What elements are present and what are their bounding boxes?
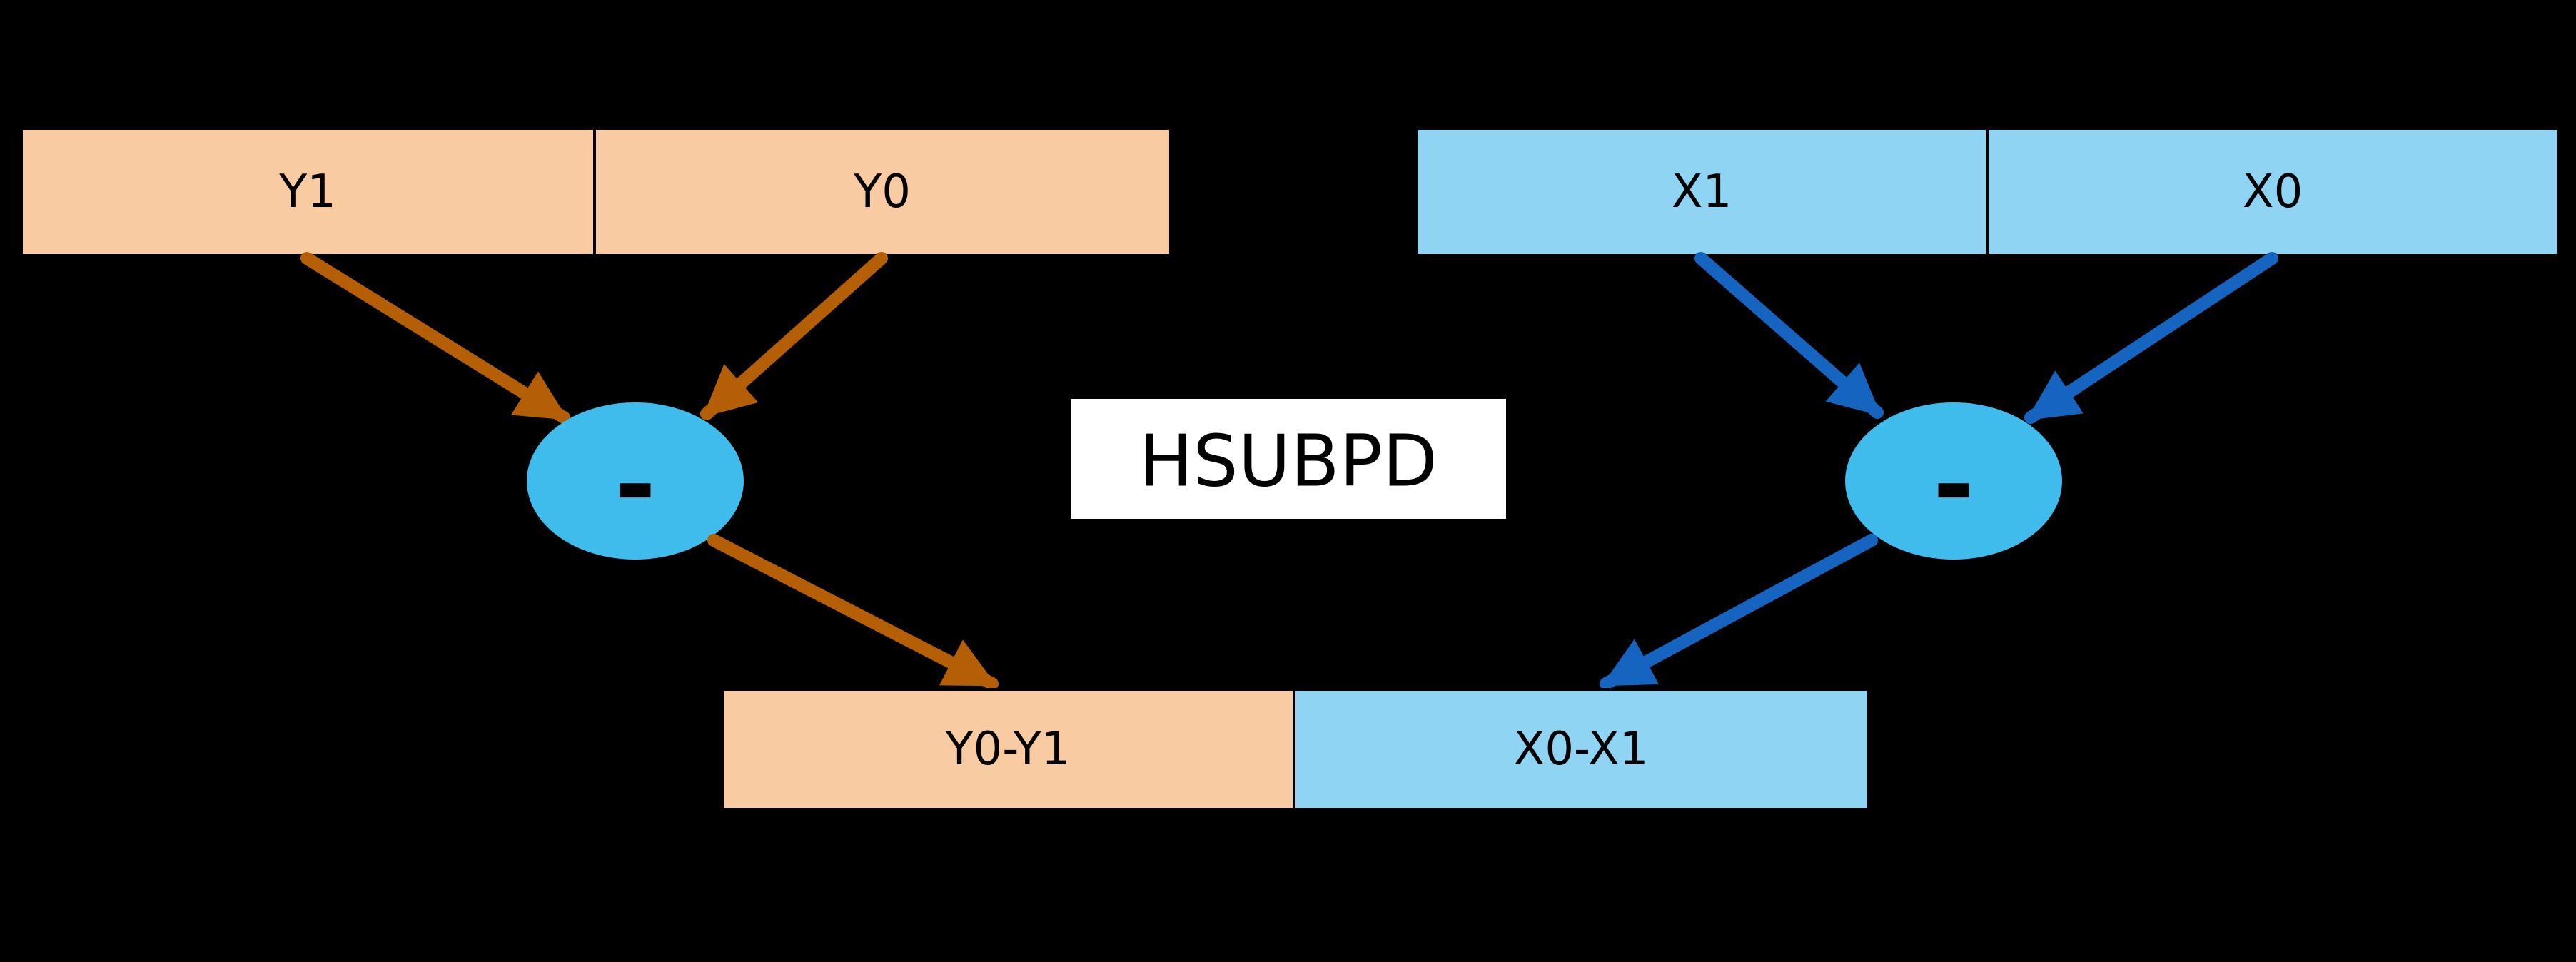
right-subtract-ellipse-icon xyxy=(1845,402,2062,560)
arrow-x0-to-subtract xyxy=(2024,252,2278,424)
right-minus-operator: - xyxy=(1933,427,1974,544)
instruction-label-box xyxy=(1071,399,1506,519)
arrow-subtract-to-result-right xyxy=(1600,534,1878,690)
x1-label: X1 xyxy=(1672,166,1732,218)
arrow-y0-to-subtract xyxy=(700,252,888,420)
y0-register-cell xyxy=(593,127,1172,257)
result-right-cell xyxy=(1293,688,1870,811)
arrow-y1-to-subtract xyxy=(300,252,570,424)
y1-register-cell xyxy=(20,127,596,257)
result-left-cell xyxy=(721,688,1295,811)
x0-label: X0 xyxy=(2243,166,2303,218)
left-subtract-ellipse-icon xyxy=(527,402,744,560)
y1-label: Y1 xyxy=(278,166,336,218)
y0-label: Y0 xyxy=(853,166,911,218)
x1-register-cell xyxy=(1415,127,1989,257)
arrow-x1-to-subtract xyxy=(1694,252,1884,419)
instruction-label: HSUBPD xyxy=(1139,420,1438,503)
result-left-label: Y0-Y1 xyxy=(944,723,1070,776)
left-minus-operator: - xyxy=(615,427,656,544)
arrow-subtract-to-result-left xyxy=(707,534,999,690)
result-right-label: X0-X1 xyxy=(1513,723,1648,776)
